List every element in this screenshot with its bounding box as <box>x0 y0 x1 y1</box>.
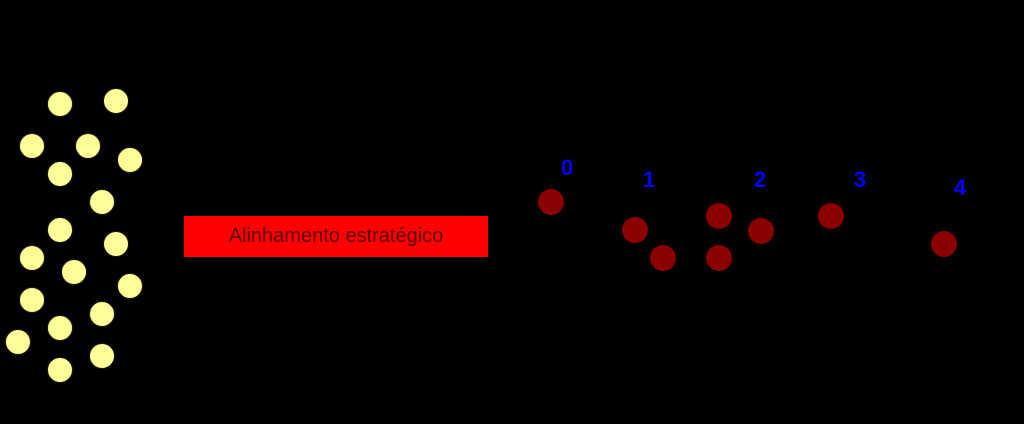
aligned-node-circle <box>748 218 774 244</box>
aligned-node-circle <box>706 245 732 271</box>
unaligned-node-circle <box>19 133 45 159</box>
strategic-alignment-label-box: Alinhamento estratégico <box>184 216 488 257</box>
group-number-label: 0 <box>560 155 574 180</box>
unaligned-node-circle <box>103 88 129 114</box>
unaligned-node-circle <box>47 315 73 341</box>
unaligned-node-circle <box>47 217 73 243</box>
unaligned-node-circle <box>47 357 73 383</box>
aligned-node-circle <box>538 189 564 215</box>
unaligned-node-circle <box>47 161 73 187</box>
unaligned-node-circle <box>75 133 101 159</box>
aligned-node-circle <box>818 203 844 229</box>
unaligned-node-circle <box>103 231 129 257</box>
strategic-alignment-label: Alinhamento estratégico <box>228 225 444 247</box>
unaligned-node-circle <box>5 329 31 355</box>
unaligned-node-circle <box>47 91 73 117</box>
unaligned-node-circle <box>19 245 45 271</box>
unaligned-node-circle <box>19 287 45 313</box>
unaligned-node-circle <box>89 301 115 327</box>
aligned-node-circle <box>931 231 957 257</box>
unaligned-node-circle <box>89 343 115 369</box>
unaligned-node-circle <box>117 147 143 173</box>
unaligned-node-circle <box>61 259 87 285</box>
group-number-label: 2 <box>753 167 767 192</box>
aligned-node-circle <box>706 203 732 229</box>
unaligned-node-circle <box>117 273 143 299</box>
group-number-label: 4 <box>953 175 967 200</box>
unaligned-node-circle <box>89 189 115 215</box>
aligned-node-circle <box>622 217 648 243</box>
group-number-label: 3 <box>853 167 867 192</box>
group-number-label: 1 <box>642 167 656 192</box>
aligned-node-circle <box>650 245 676 271</box>
